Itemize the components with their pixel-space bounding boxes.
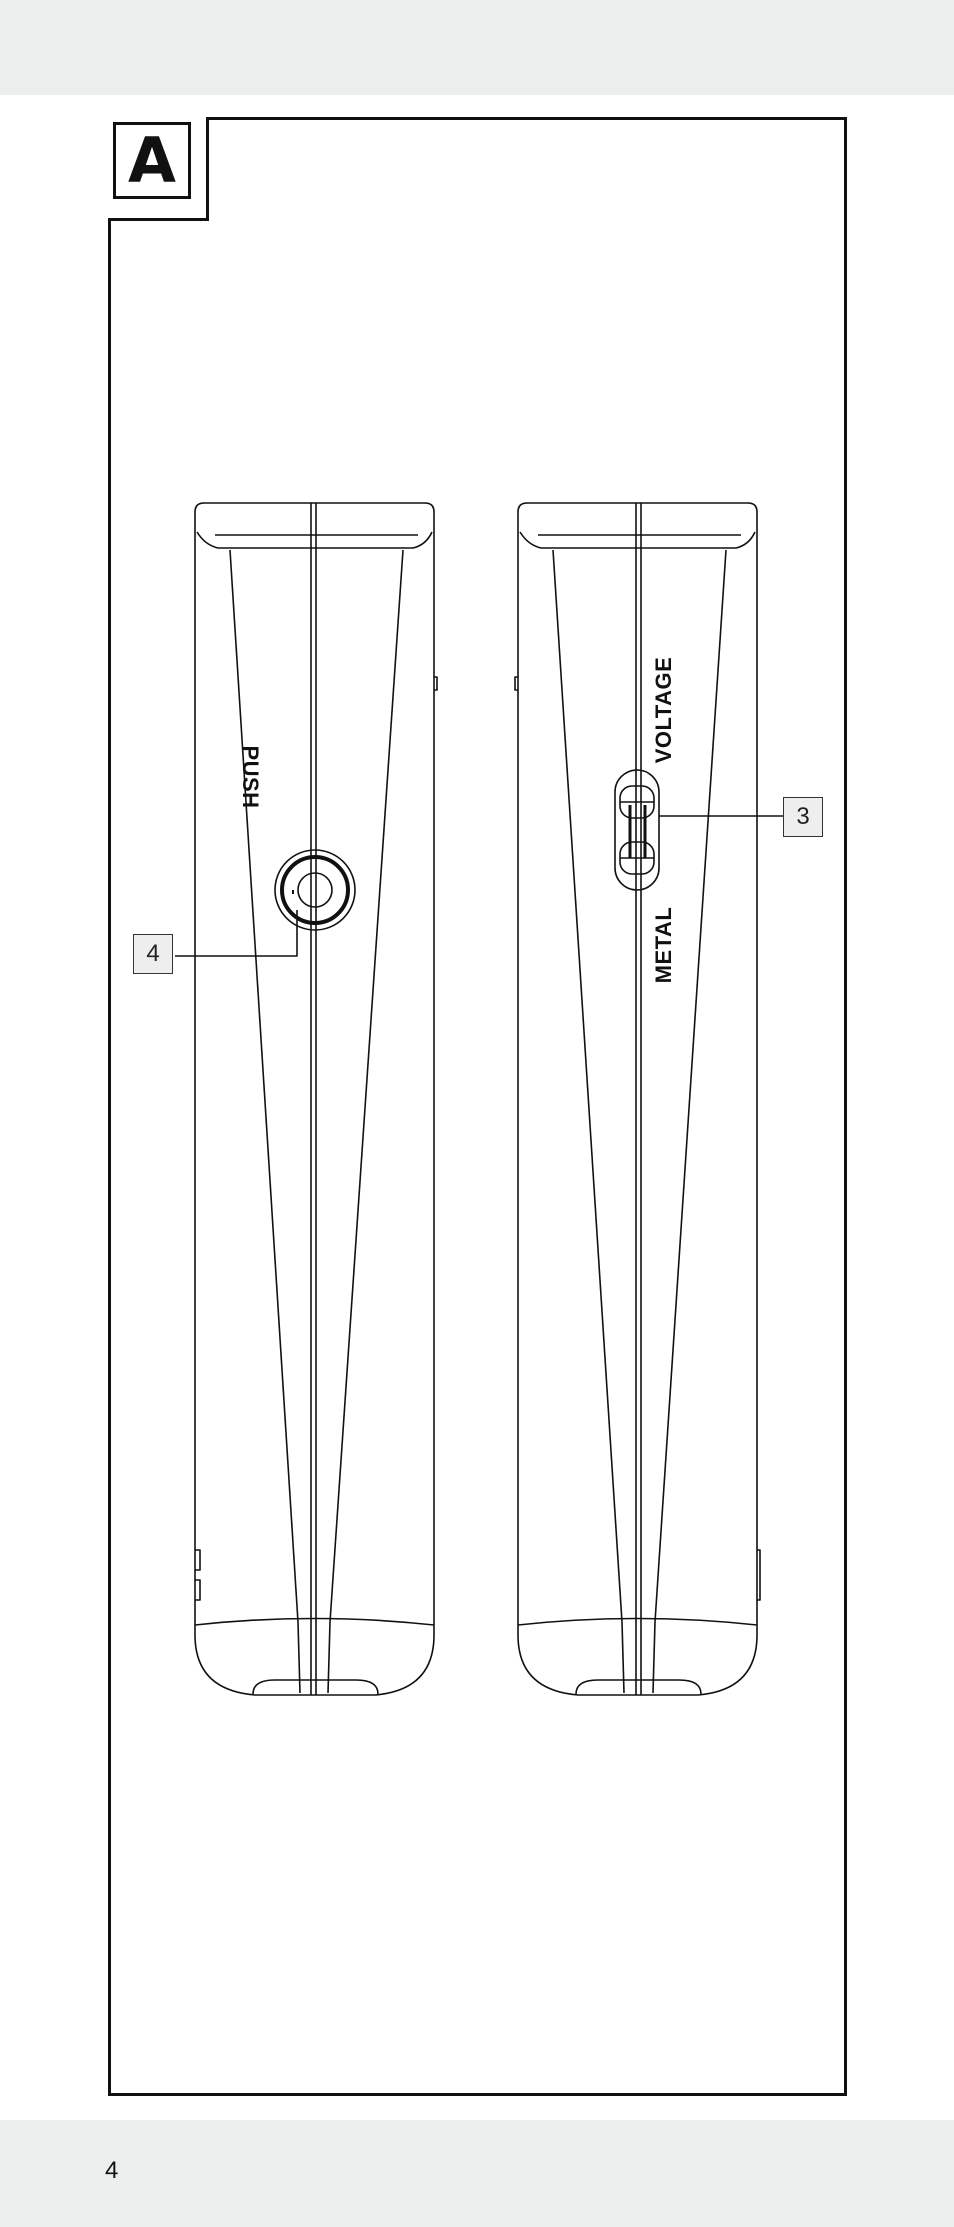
mode-switch [615, 770, 659, 890]
voltage-label: VOLTAGE [651, 657, 677, 764]
leader-line-4 [175, 910, 297, 956]
push-label: PUSH [237, 745, 263, 808]
bottom-band [0, 2120, 954, 2227]
right-device-body [515, 503, 760, 1695]
metal-label: METAL [651, 907, 677, 984]
callout-3: 3 [783, 797, 823, 837]
left-device-body [195, 503, 437, 1695]
callout-4: 4 [133, 934, 173, 974]
page-number: 4 [105, 2157, 118, 2185]
push-button [275, 850, 355, 930]
